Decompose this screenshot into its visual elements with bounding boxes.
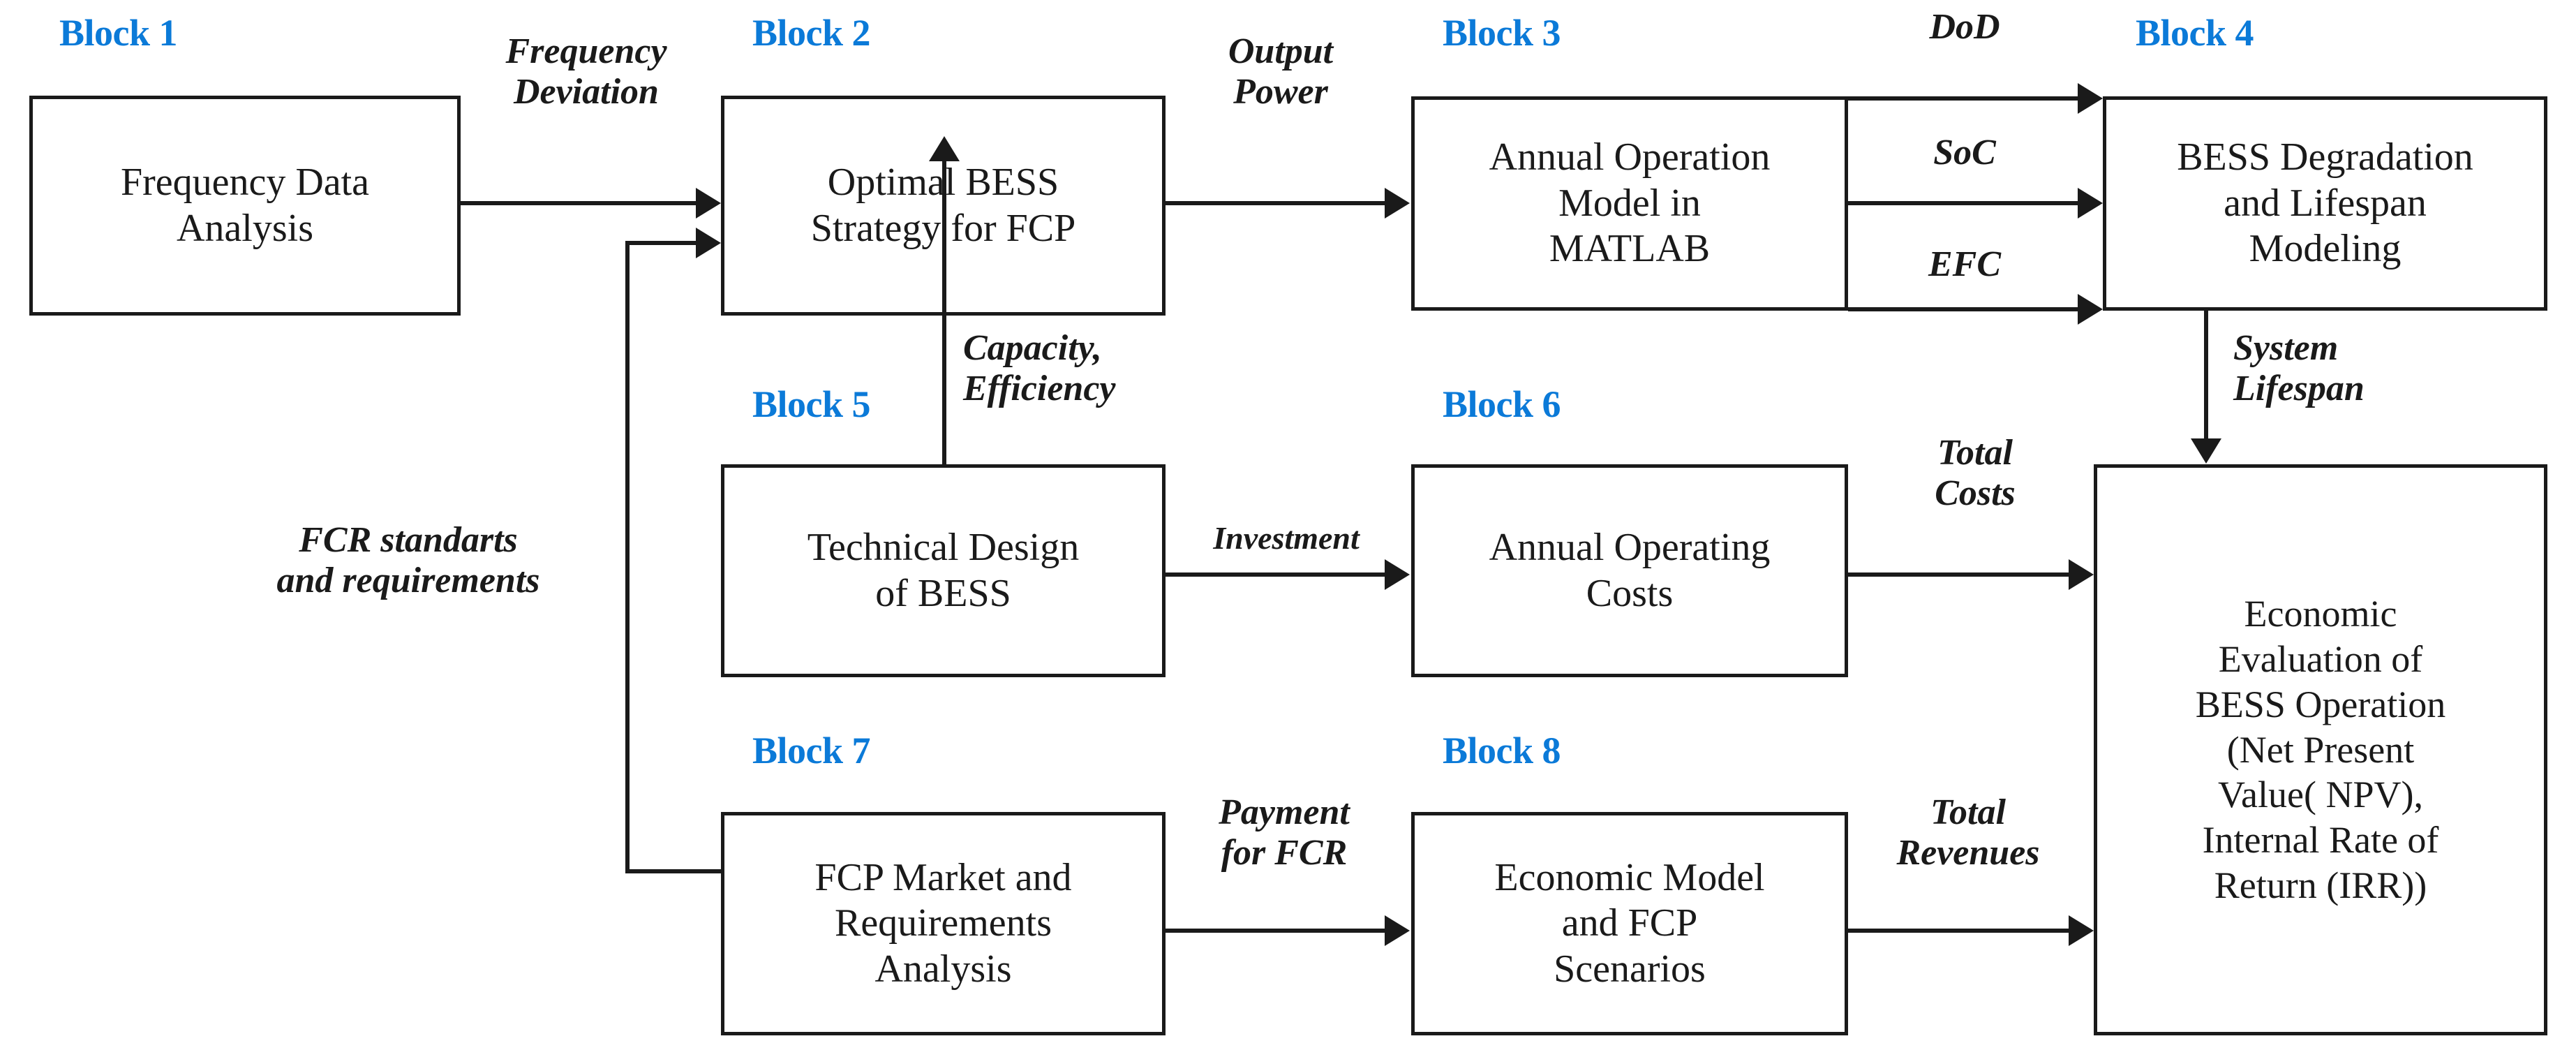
edge-label-investment: Investment: [1213, 520, 1360, 556]
arrowhead-block1-to-block2: [696, 188, 721, 219]
connector-block4-to-economic: [2204, 311, 2208, 440]
connector-block3-to-block4-soc: [1848, 201, 2078, 205]
edge-label-dod: DoD: [1929, 7, 2000, 47]
block-box-4[interactable]: BESS Degradation and Lifespan Modeling: [2103, 96, 2547, 311]
block-box-1[interactable]: Frequency Data Analysis: [29, 96, 461, 316]
block-caption-8: Block 8: [1443, 730, 1561, 771]
block-box-5[interactable]: Technical Design of BESS: [721, 464, 1166, 677]
block-caption-7: Block 7: [752, 730, 871, 771]
arrowhead-dod: [2078, 83, 2103, 114]
edge-label-capacity-efficiency: Capacity, Efficiency: [963, 328, 1116, 409]
connector-block8-to-economic: [1848, 929, 2070, 933]
block-box-3[interactable]: Annual Operation Model in MATLAB: [1411, 96, 1848, 311]
connector-feedback-to-block7: [625, 869, 723, 873]
block-box-6[interactable]: Annual Operating Costs: [1411, 464, 1848, 677]
block-caption-3: Block 3: [1443, 12, 1561, 54]
block-box-8[interactable]: Economic Model and FCP Scenarios: [1411, 812, 1848, 1035]
edge-label-efc: EFC: [1928, 244, 2002, 284]
block-caption-6: Block 6: [1443, 383, 1561, 425]
arrowhead-investment: [1385, 559, 1410, 590]
arrowhead-system-lifespan: [2191, 438, 2221, 464]
block-caption-2: Block 2: [752, 12, 871, 54]
block-label-6: Annual Operating Costs: [1489, 525, 1771, 615]
block-label-3: Annual Operation Model in MATLAB: [1489, 135, 1771, 271]
block-caption-4: Block 4: [2136, 12, 2254, 54]
edge-label-soc: SoC: [1933, 133, 1996, 172]
arrowhead-block2-to-block3: [1385, 188, 1410, 219]
edge-label-total-costs: Total Costs: [1935, 433, 2016, 514]
arrowhead-feedback-to-block2: [696, 228, 721, 258]
edge-label-output-power: Output Power: [1228, 31, 1334, 112]
block-caption-5: Block 5: [752, 383, 871, 425]
block-label-4: BESS Degradation and Lifespan Modeling: [2177, 135, 2473, 271]
block-box-2[interactable]: Optimal BESS Strategy for FCP: [721, 96, 1166, 316]
edge-label-system-lifespan: System Lifespan: [2233, 328, 2365, 409]
connector-block3-to-block4-dod: [1848, 96, 2078, 101]
block-box-economic-evaluation[interactable]: Economic Evaluation of BESS Operation (N…: [2094, 464, 2547, 1035]
connector-block2-to-block3: [1166, 201, 1385, 205]
connector-block1-to-block2: [461, 201, 698, 205]
edge-label-payment-for-fcr: Payment for FCR: [1219, 792, 1350, 873]
connector-block6-to-economic: [1848, 572, 2070, 577]
edge-label-total-revenues: Total Revenues: [1896, 792, 2040, 873]
arrowhead-total-revenues: [2069, 915, 2094, 946]
block-label-2: Optimal BESS Strategy for FCP: [810, 160, 1076, 250]
arrowhead-soc: [2078, 188, 2103, 219]
edge-label-frequency-deviation: Frequency Deviation: [505, 31, 667, 112]
connector-block5-to-block6: [1166, 572, 1385, 577]
edge-label-fcr-standards: FCR standarts and requirements: [276, 520, 540, 601]
arrowhead-total-costs: [2069, 559, 2094, 590]
connector-feedback-to-block2: [625, 241, 698, 245]
connector-block7-to-block8: [1166, 929, 1385, 933]
arrowhead-payment-for-fcr: [1385, 915, 1410, 946]
connector-feedback-vertical: [625, 241, 630, 873]
connector-block3-to-block4-efc: [1848, 307, 2078, 311]
block-label-8: Economic Model and FCP Scenarios: [1494, 855, 1765, 991]
block-label-5: Technical Design of BESS: [807, 525, 1080, 615]
block-box-7[interactable]: FCP Market and Requirements Analysis: [721, 812, 1166, 1035]
block-caption-1: Block 1: [59, 12, 178, 54]
arrowhead-efc: [2078, 294, 2103, 325]
block-label-1: Frequency Data Analysis: [120, 160, 370, 250]
block-label-7: FCP Market and Requirements Analysis: [814, 855, 1072, 991]
block-label-economic-evaluation: Economic Evaluation of BESS Operation (N…: [2195, 593, 2446, 906]
